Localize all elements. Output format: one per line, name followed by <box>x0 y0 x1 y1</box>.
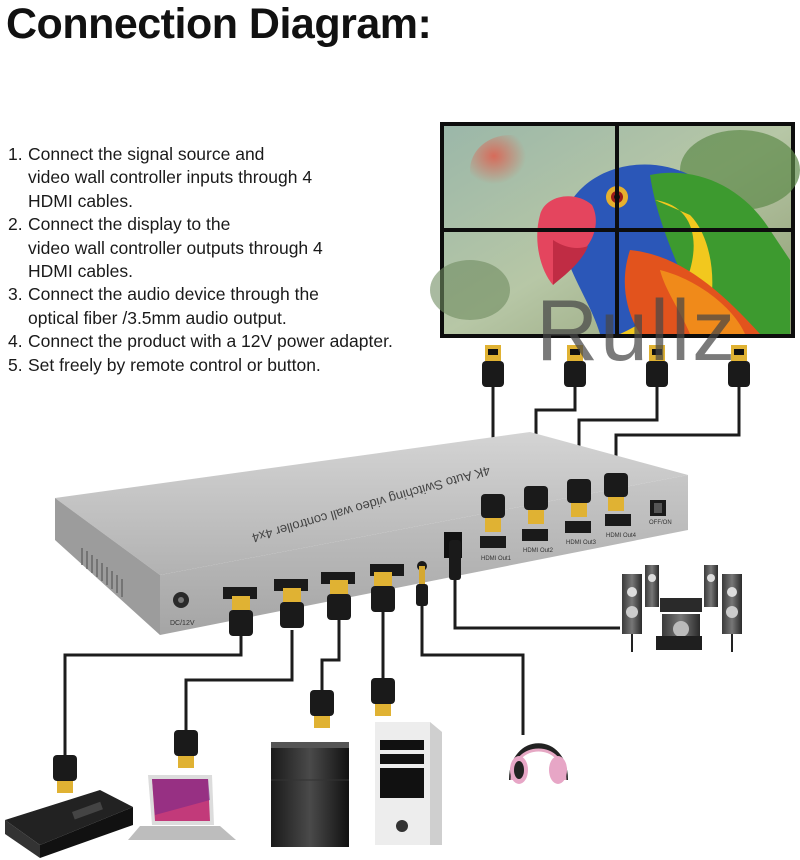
watermark-text: Rullz <box>536 283 738 379</box>
step-item: 1.Connect the signal source and video wal… <box>8 143 393 213</box>
step-line: Connect the signal source and <box>28 144 265 164</box>
step-item: 5.Set freely by remote control or button… <box>8 354 393 377</box>
desktop-pc <box>375 722 442 845</box>
step-number: 3. <box>8 284 23 305</box>
step-line: optical fiber /3.5mm audio output. <box>28 307 287 328</box>
step-line: HDMI cables. <box>28 190 134 211</box>
headphones-icon <box>509 743 568 784</box>
video-wall <box>430 122 800 338</box>
hdmi-plugs-input <box>53 540 461 793</box>
hdmi-output-ports: HDMI Out1 HDMI Out2 HDMI Out3 HDMI Out4 <box>480 514 637 562</box>
output-port-label: HDMI Out4 <box>606 533 637 539</box>
page-title: Connection Diagram: <box>6 0 432 48</box>
speaker-system <box>622 565 742 652</box>
switch-label: OFF/ON <box>649 520 672 526</box>
step-number: 5. <box>8 354 23 375</box>
instruction-list: 1.Connect the signal source and video wal… <box>8 143 393 377</box>
power-switch: OFF/ON <box>649 500 672 526</box>
step-line: HDMI cables. <box>28 261 134 282</box>
step-item: 4.Connect the product with a 12V power a… <box>8 330 393 353</box>
step-line: Connect the audio device through the <box>28 284 319 305</box>
hdmi-plugs-output <box>481 473 628 532</box>
output-port-label: HDMI Out3 <box>566 540 597 546</box>
power-label: DC/12V <box>170 620 195 627</box>
output-port-label: HDMI Out2 <box>523 548 554 554</box>
step-line: Connect the product with a 12V power ada… <box>28 331 393 352</box>
step-line: video wall controller outputs through 4 <box>28 237 323 258</box>
input-cables <box>63 575 620 760</box>
step-line: Connect the display to the <box>28 214 231 235</box>
output-port-label: HDMI Out1 <box>481 556 512 562</box>
step-line: Set freely by remote control or button. <box>28 354 321 375</box>
step-number: 1. <box>8 144 23 164</box>
laptop <box>128 775 236 840</box>
step-line: video wall controller inputs through 4 <box>28 167 313 188</box>
game-console <box>271 742 349 847</box>
step-number: 4. <box>8 331 23 352</box>
step-number: 2. <box>8 214 23 235</box>
hdmi-plugs-top <box>482 345 750 387</box>
set-top-box <box>5 790 133 858</box>
